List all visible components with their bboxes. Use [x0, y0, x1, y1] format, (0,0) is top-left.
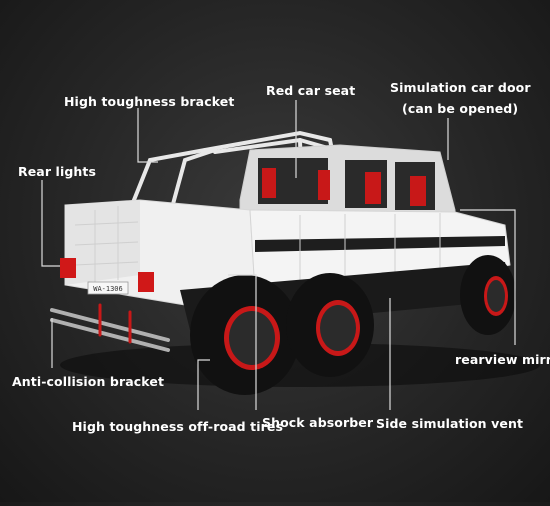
label-side-simulation-vent: Side simulation vent	[376, 416, 524, 431]
callout-lines	[41, 100, 516, 410]
ground-shadow	[60, 343, 540, 387]
license-plate	[87, 281, 129, 295]
label-off-road-tires: High toughness off-road tires	[72, 419, 284, 434]
rear-light-left	[60, 258, 76, 278]
red-car-seat	[262, 168, 276, 198]
label-high-toughness-bracket: High toughness bracket	[64, 94, 235, 109]
anti-collision-bracket	[50, 303, 170, 352]
rear-bed: WA-1306	[60, 199, 256, 306]
label-red-car-seat: Red car seat	[266, 83, 356, 98]
label-simulation-car-door-note: (can be opened)	[402, 101, 519, 116]
tire-middle	[286, 273, 374, 377]
label-simulation-car-door: Simulation car door	[390, 80, 531, 95]
rear-light-right	[138, 272, 154, 292]
label-shock-absorber: Shock absorber	[262, 415, 374, 430]
tire-front	[460, 255, 516, 335]
label-anti-collision-bracket: Anti-collision bracket	[12, 374, 165, 389]
label-rear-lights: Rear lights	[18, 164, 96, 179]
tire-rear	[190, 275, 300, 395]
label-rearview-mirror: rearview mirror	[455, 352, 550, 367]
license-plate-text: WA-1306	[93, 285, 123, 293]
